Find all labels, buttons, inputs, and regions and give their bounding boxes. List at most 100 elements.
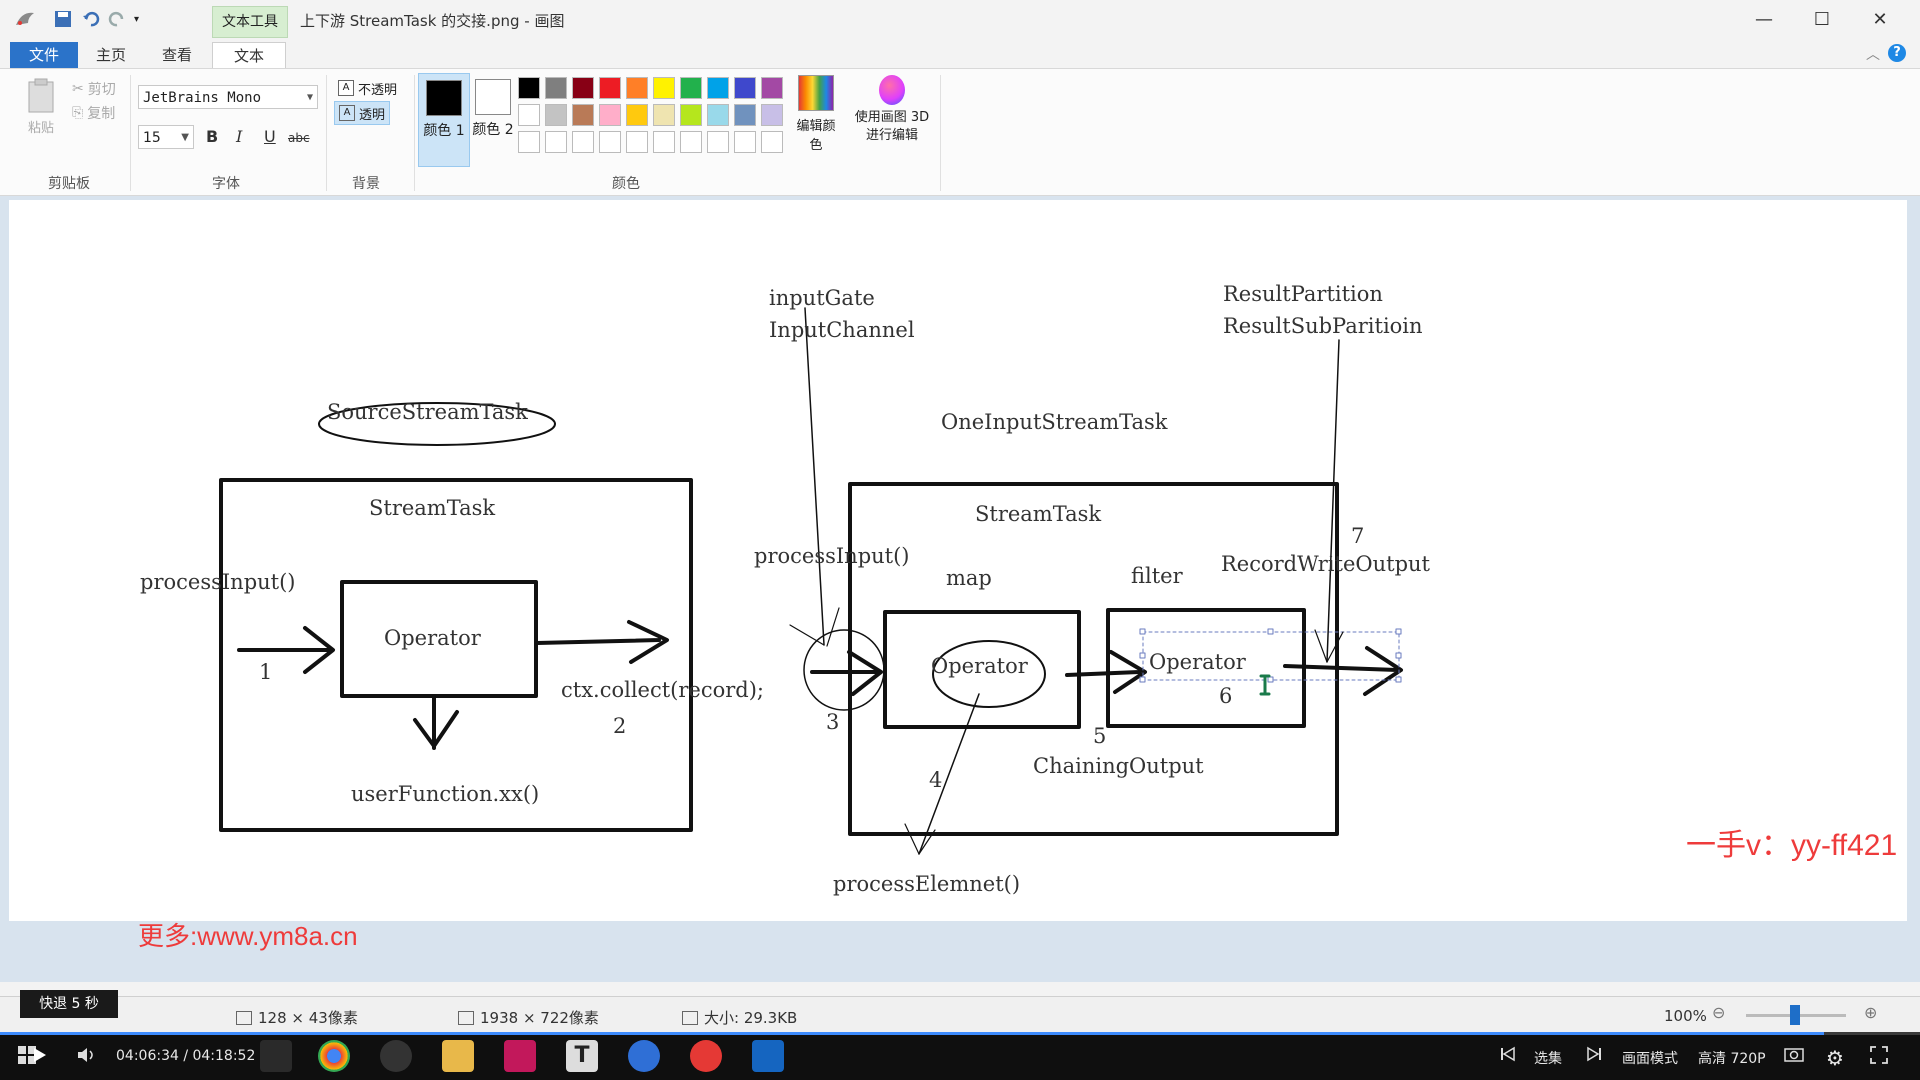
palette-swatch[interactable] [626,77,648,99]
processelement-pointer [918,693,980,855]
filter-label: filter [1131,564,1183,588]
palette-swatch[interactable] [518,104,540,126]
palette-swatch[interactable] [626,131,648,153]
chevron-down-icon: ▼ [181,132,189,143]
palette-swatch[interactable] [545,77,567,99]
ide-taskbar-icon[interactable] [504,1040,536,1072]
transparent-option[interactable]: A 透明 [334,101,391,125]
typora-taskbar-icon[interactable]: T [566,1040,598,1072]
left-operator-box [340,580,538,698]
paste-button[interactable]: 粘贴 [24,77,58,136]
cut-button[interactable]: ✂剪切 [72,79,116,99]
color1-button[interactable]: 颜色 1 [418,73,470,167]
palette-swatch[interactable] [572,104,594,126]
close-button[interactable]: ✕ [1872,8,1888,30]
underline-button[interactable]: U [264,127,276,146]
quality-button[interactable]: 高清 720P [1698,1051,1766,1067]
fullscreen-icon[interactable] [1870,1046,1888,1064]
zoom-in-icon[interactable]: ⊕ [1864,1003,1878,1022]
previous-icon[interactable] [1500,1046,1516,1062]
save-icon[interactable] [54,8,72,30]
selection-size: 128 × 43像素 [236,1007,358,1028]
palette-swatch[interactable] [572,77,594,99]
video-progress-fill [0,1032,1824,1035]
picture-mode-button[interactable]: 画面模式 [1622,1051,1678,1067]
file-size: 大小: 29.3KB [682,1007,797,1028]
palette-swatch[interactable] [599,131,621,153]
input-gate-label: inputGate [769,286,875,310]
chrome-taskbar-icon[interactable] [318,1040,350,1072]
collapse-ribbon-icon[interactable]: ︿ [1866,47,1880,63]
palette-swatch[interactable] [653,104,675,126]
palette-swatch[interactable] [680,131,702,153]
color2-button[interactable]: 颜色 2 [468,73,518,165]
font-size-select[interactable]: 15 ▼ [138,125,194,149]
text-tools-context-tab: 文本工具 [212,6,288,38]
tab-file[interactable]: 文件 [10,42,78,68]
photos-taskbar-icon[interactable] [752,1040,784,1072]
palette-swatch[interactable] [734,104,756,126]
palette-swatch[interactable] [680,77,702,99]
edit-colors-button[interactable]: 编辑颜色 [796,75,836,153]
italic-button[interactable]: I [236,127,243,146]
customize-quick-access-icon[interactable]: ▾ [134,13,140,25]
episodes-button[interactable]: 选集 [1534,1051,1562,1067]
next-icon[interactable] [1586,1046,1602,1062]
window-title: 上下游 StreamTask 的交接.png - 画图 [300,12,565,30]
tab-view[interactable]: 查看 [161,46,192,64]
resultpartition-pointer [1326,339,1340,663]
opaque-option[interactable]: A 不透明 [334,77,401,99]
drawing-canvas[interactable]: SourceStreamTask StreamTask processInput… [9,200,1907,921]
video-progress-bar[interactable] [0,1032,1920,1035]
palette-swatch[interactable] [545,131,567,153]
font-family-select[interactable]: JetBrains Mono ▼ [138,85,318,109]
zoom-out-icon[interactable]: ⊖ [1712,1003,1726,1022]
maximize-button[interactable]: ☐ [1813,8,1831,30]
zoom-slider-thumb[interactable] [1790,1005,1800,1025]
palette-swatch[interactable] [734,131,756,153]
windows-start-icon[interactable] [18,1046,36,1064]
folder-taskbar-icon[interactable] [442,1040,474,1072]
palette-swatch[interactable] [707,104,729,126]
undo-icon[interactable] [82,8,100,30]
palette-swatch[interactable] [545,104,567,126]
text-cursor-icon [1259,674,1271,696]
palette-swatch[interactable] [761,131,783,153]
palette-swatch[interactable] [626,104,648,126]
inputgate-pointer [804,307,825,646]
font-size-value: 15 [143,130,161,146]
palette-swatch[interactable] [707,77,729,99]
palette-swatch[interactable] [761,77,783,99]
palette-swatch[interactable] [599,104,621,126]
tab-home[interactable]: 主页 [95,46,126,64]
play-icon[interactable] [32,1046,48,1064]
minimize-button[interactable]: — [1755,8,1773,30]
palette-swatch[interactable] [518,77,540,99]
paint-taskbar-icon[interactable] [260,1040,292,1072]
tab-text[interactable]: 文本 [212,42,286,69]
palette-swatch[interactable] [599,77,621,99]
font-group-label: 字体 [212,176,240,192]
copy-button[interactable]: ⎘复制 [72,103,115,123]
palette-swatch[interactable] [653,131,675,153]
settings-gear-icon[interactable]: ⚙ [1826,1046,1844,1070]
divider [130,75,131,191]
help-button[interactable]: ? [1888,44,1906,62]
browser-taskbar-icon[interactable] [628,1040,660,1072]
screenshot-icon[interactable] [1784,1046,1804,1062]
palette-swatch[interactable] [707,131,729,153]
palette-swatch[interactable] [518,131,540,153]
bold-button[interactable]: B [206,127,219,146]
strikethrough-button[interactable]: abc [288,131,310,145]
palette-swatch[interactable] [653,77,675,99]
volume-icon[interactable] [76,1046,98,1064]
left-operator-label: Operator [384,626,481,650]
palette-swatch[interactable] [572,131,594,153]
palette-swatch[interactable] [680,104,702,126]
app-taskbar-icon[interactable] [380,1040,412,1072]
palette-swatch[interactable] [734,77,756,99]
palette-swatch[interactable] [761,104,783,126]
music-taskbar-icon[interactable] [690,1040,722,1072]
redo-icon[interactable] [108,8,126,30]
paint3d-button[interactable]: 使用画图 3D 进行编辑 [852,75,932,145]
